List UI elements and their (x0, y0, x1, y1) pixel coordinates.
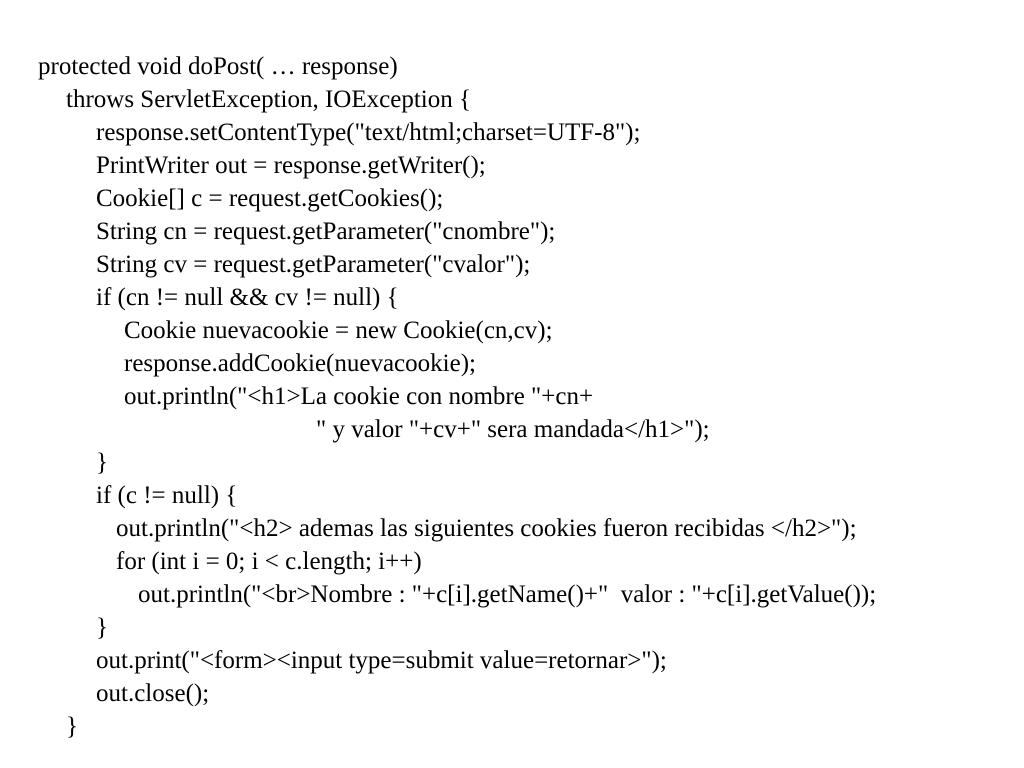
code-line: Cookie[] c = request.getCookies(); (96, 185, 444, 212)
code-line-throws: throws ServletException, IOException { (66, 86, 471, 113)
code-line: String cn = request.getParameter("cnombr… (96, 218, 556, 245)
code-line: response.addCookie(nuevacookie); (124, 350, 476, 377)
code-line: String cv = request.getParameter("cvalor… (96, 251, 531, 278)
code-line-closing-brace: } (96, 449, 108, 476)
code-line: Cookie nuevacookie = new Cookie(cn,cv); (124, 317, 553, 344)
code-line: out.println("<br>Nombre : "+c[i].getName… (138, 581, 877, 608)
code-line-method-signature: protected void doPost( … response) (38, 53, 398, 80)
code-line-closing-brace: } (96, 614, 108, 641)
code-line: response.setContentType("text/html;chars… (96, 119, 641, 146)
code-line: PrintWriter out = response.getWriter(); (96, 152, 486, 179)
code-line: if (cn != null && cv != null) { (96, 284, 399, 311)
code-line: out.println("<h2> ademas las siguientes … (116, 515, 857, 542)
code-line: if (c != null) { (96, 482, 238, 509)
code-line: for (int i = 0; i < c.length; i++) (116, 548, 422, 575)
code-line: out.println("<h1>La cookie con nombre "+… (124, 383, 594, 410)
code-line-closing-brace: } (66, 713, 78, 740)
code-line: " y valor "+cv+" sera mandada</h1>"); (316, 416, 710, 443)
code-line: out.close(); (96, 680, 210, 707)
code-line: out.print("<form><input type=submit valu… (96, 647, 667, 674)
